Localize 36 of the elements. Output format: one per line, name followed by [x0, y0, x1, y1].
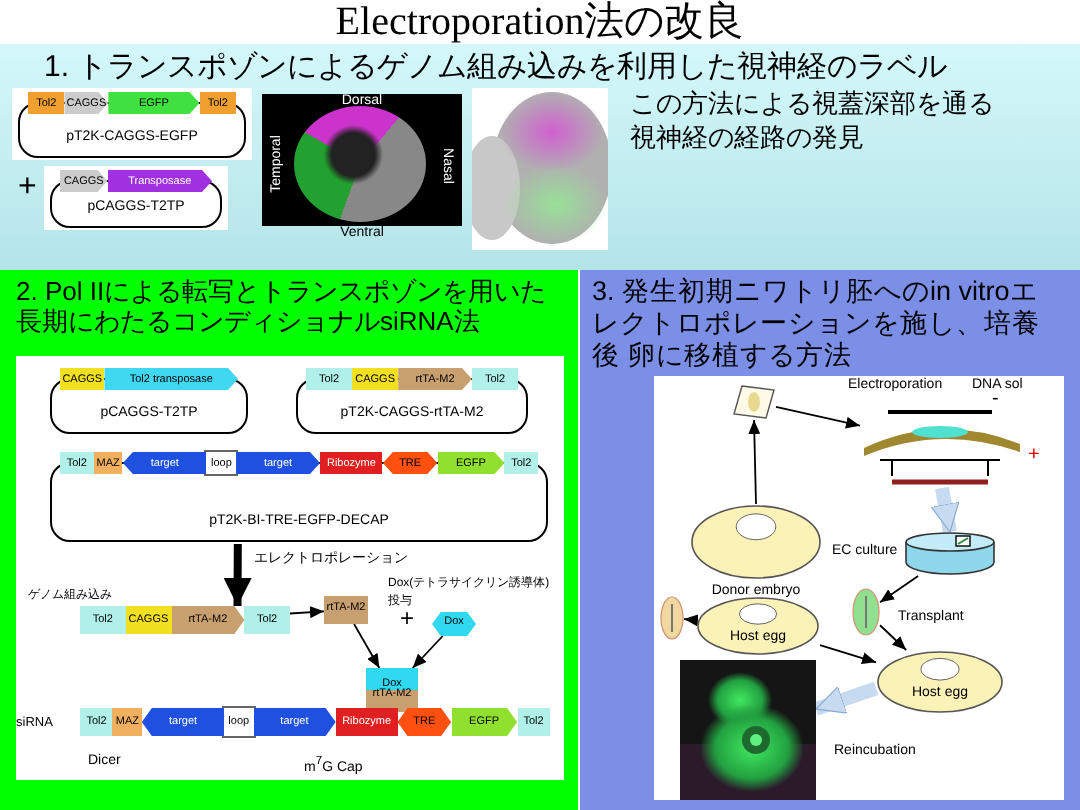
plasmid-map: [44, 166, 228, 230]
plasmid-map: [44, 448, 554, 544]
arrow: [819, 644, 877, 664]
annotation-text: +: [18, 170, 37, 206]
arrow: [775, 406, 861, 429]
arrow: [748, 419, 761, 505]
culture-dish-drawing: [904, 532, 996, 576]
caption-label: +: [1028, 444, 1040, 466]
embryo-on-filter-drawing: [732, 384, 776, 420]
arrow: [353, 623, 381, 669]
arrow: [879, 624, 908, 651]
section-panel: [580, 270, 1080, 810]
micrograph: [472, 88, 608, 250]
plasmid-map: [12, 88, 252, 160]
arrow: [683, 614, 699, 627]
embryo-drawing: [852, 588, 880, 636]
caption-label: -: [992, 388, 999, 410]
block-arrow: [930, 486, 960, 534]
micrograph: [262, 94, 462, 242]
block-arrow: [813, 681, 879, 716]
description-text: この方法による視蓋深部を通る視神経の経路の発見: [630, 88, 996, 156]
embryo-drawing: [660, 596, 684, 640]
arrow: [411, 635, 444, 669]
arrow: [289, 606, 325, 619]
block-arrow: [223, 544, 252, 606]
section-panel: [0, 44, 1080, 270]
section-heading: 3. 発生初期ニワトリ胚へのin vitroエレクトロポレーションを施し、培養後 卵に移植する方法: [592, 276, 1042, 371]
slide-title: Electroporation法の改良: [333, 0, 747, 44]
section-heading: 2. Pol IIによる転写とトランスポゾンを用いた長期にわたるコンディショナルsiRNA法: [16, 276, 549, 337]
section-heading: 1. トランスポゾンによるゲノム組み込みを利用した視神経のラベル: [44, 50, 950, 86]
dna-construct: [80, 606, 290, 634]
arrow: [879, 575, 920, 604]
section-panel: [0, 270, 578, 810]
annotation-text: +: [400, 604, 415, 632]
micrograph: [680, 660, 816, 800]
dna-construct: [80, 708, 550, 736]
